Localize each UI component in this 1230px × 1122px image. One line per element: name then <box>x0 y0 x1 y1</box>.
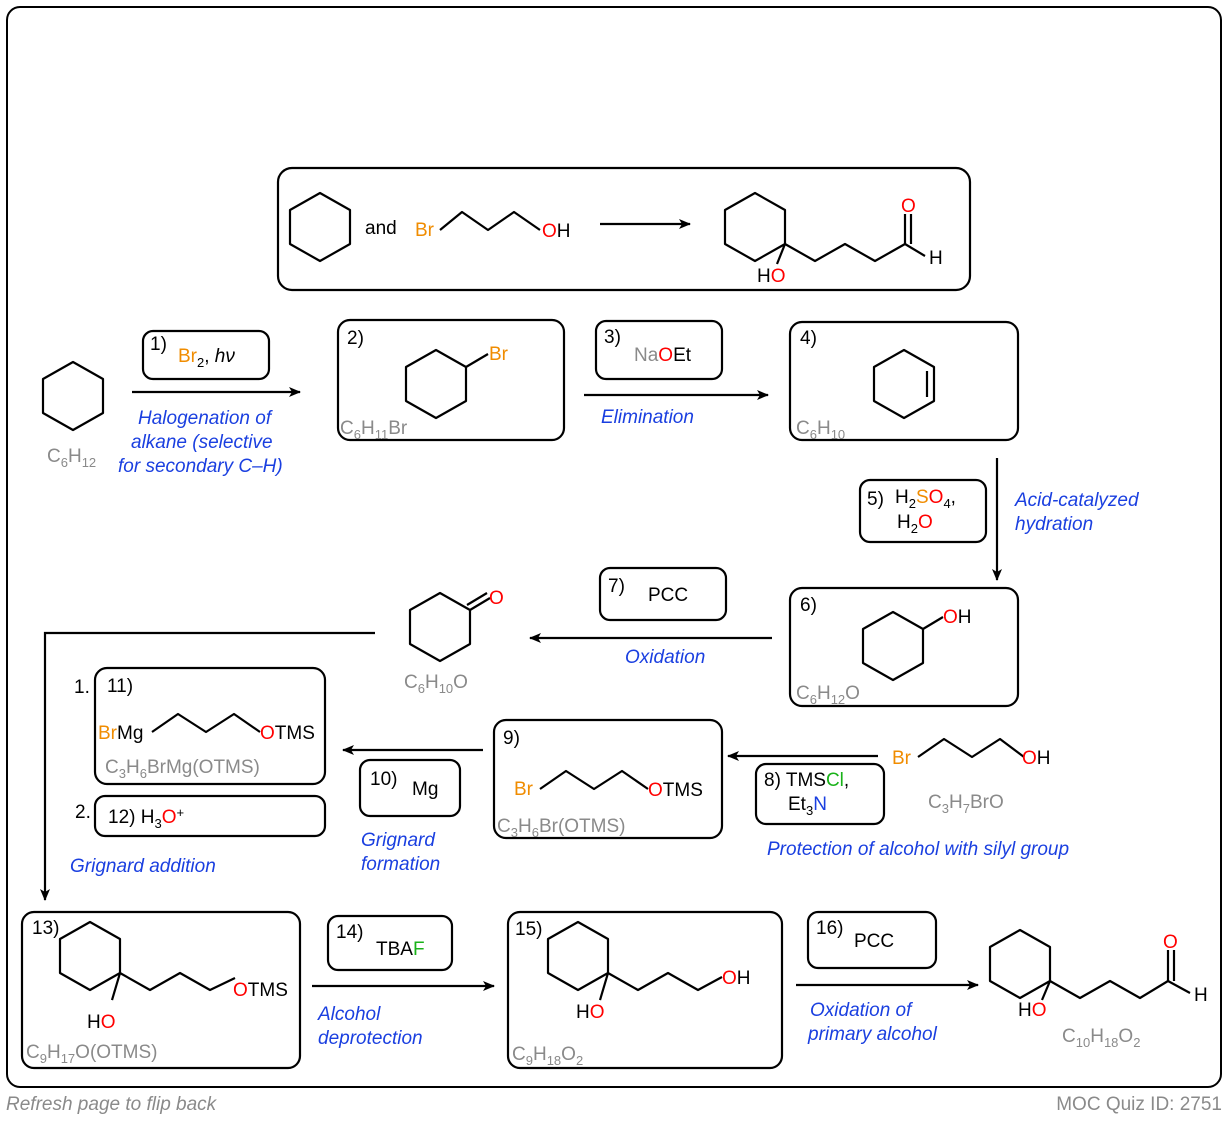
formula-c9h17o-otms: C9H17O(OTMS) <box>26 1042 158 1066</box>
step-6-product: 6) OH C6H12O <box>788 586 1020 708</box>
step-prefix: 2. <box>75 802 91 823</box>
step-4-product: 4) C6H10 <box>788 320 1020 442</box>
final-product-structure: O H HO C10H18O2 <box>988 928 1208 1050</box>
start-formula: C6H12 <box>47 446 96 470</box>
brmg-atom: BrMg <box>98 723 143 744</box>
step-number: 10) <box>370 769 397 790</box>
formula-c6h10: C6H10 <box>796 418 845 442</box>
reagent-h2o: H2O <box>897 512 933 536</box>
otms-group: OTMS <box>648 780 703 801</box>
br-atom: Br <box>514 779 534 800</box>
carbonyl-oxygen: O <box>901 196 916 217</box>
step-number: 14) <box>336 922 363 943</box>
reagent-mg: Mg <box>412 779 438 800</box>
step-number: 4) <box>800 328 817 349</box>
aldehyde-h: H <box>929 248 943 269</box>
formula-c9h18o2: C9H18O2 <box>512 1044 583 1068</box>
step-number: 6) <box>800 595 817 616</box>
reagent-pcc: PCC <box>854 931 894 952</box>
oh-atom: OH <box>1022 748 1051 769</box>
reagent-h3o: 12) H3O+ <box>108 805 184 831</box>
reagent-pcc: PCC <box>648 585 688 606</box>
hydroxyl-label: HO <box>576 1002 605 1023</box>
oh-atom: OH <box>943 607 972 628</box>
cyclohexanone-structure: O C6H10O <box>404 588 504 696</box>
reagent-h2so4: H2SO4, <box>895 487 956 511</box>
hydroxyl-label: HO <box>1018 1000 1047 1021</box>
step-7-reagent: 7) PCC <box>598 566 728 622</box>
carbonyl-oxygen: O <box>1163 932 1178 953</box>
summary-box: and Br OH O H HO <box>276 166 972 292</box>
bromopropanol-reactant: Br OH C3H7BrO <box>892 737 1051 816</box>
formula-c6h12o: C6H12O <box>796 683 860 707</box>
otms-group: OTMS <box>260 723 315 744</box>
flip-back-hint: Refresh page to flip back <box>6 1094 217 1115</box>
step-2-product: 2) Br C6H11Br <box>336 318 566 442</box>
step-15-product: 15) OH HO C9H18O2 <box>506 910 784 1070</box>
formula-c10h18o2: C10H18O2 <box>1062 1026 1140 1050</box>
step-3-note: Elimination <box>601 407 694 428</box>
step-number: 13) <box>32 918 59 939</box>
step-5-reagent: 5) H2SO4, H2O <box>858 478 988 544</box>
step-14-reagent: 14) TBAF <box>326 914 454 972</box>
reagent-tbaf: TBAF <box>376 939 425 960</box>
step-3-reagent: 3) NaOEt <box>594 319 724 381</box>
formula-c6h11br: C6H11Br <box>340 418 408 442</box>
formula-c6h10o: C6H10O <box>404 672 468 696</box>
bromopropanol-structure: Br OH <box>415 210 571 242</box>
step-number: 11) <box>107 676 133 697</box>
start-cyclohexane <box>41 360 105 432</box>
step-1-note: Halogenation of alkane (selective for se… <box>118 408 283 477</box>
cyclohexane-structure <box>288 191 352 263</box>
step-number: 9) <box>503 728 520 749</box>
step-16-note: Oxidation of primary alcohol <box>807 1000 938 1045</box>
step-number: 1) <box>150 334 167 355</box>
target-product-structure: O H HO <box>723 191 943 287</box>
br-atom: Br <box>415 220 435 241</box>
step-prefix: 1. <box>74 677 90 698</box>
reagent-tmscl: 8) TMSCl, <box>764 770 849 791</box>
grignard-route-arrow <box>40 631 375 901</box>
step-number: 16) <box>816 918 843 939</box>
quiz-card[interactable] <box>6 6 1222 1088</box>
step-9-product: 9) Br OTMS C3H6Br(OTMS) <box>492 718 724 840</box>
reaction-scheme: and Br OH O H HO C6H12 1) Br2, hν Halo <box>20 166 1208 1070</box>
oh-atom: OH <box>542 221 571 242</box>
step-8-reagent: 8) TMSCl, Et3N <box>754 762 886 826</box>
reagent-naoet: NaOEt <box>634 345 692 366</box>
aldehyde-h: H <box>1194 985 1208 1006</box>
otms-group: OTMS <box>233 980 288 1001</box>
oh-atom: OH <box>722 968 751 989</box>
step-number: 3) <box>604 327 621 348</box>
step-12-reagent: 2. 12) H3O+ <box>75 794 327 838</box>
step-8-note: Protection of alcohol with silyl group <box>767 839 1069 860</box>
reagent-br2-hv: Br2, hν <box>178 346 235 370</box>
formula-c3h6brmg: C3H6BrMg(OTMS) <box>105 757 260 781</box>
step-12-note: Grignard addition <box>70 856 216 877</box>
carbonyl-oxygen: O <box>489 588 504 609</box>
quiz-id: MOC Quiz ID: 2751 <box>1056 1094 1222 1115</box>
formula-c3h6br-otms: C3H6Br(OTMS) <box>497 816 625 840</box>
step-16-reagent: 16) PCC <box>806 910 938 970</box>
and-label: and <box>365 218 397 239</box>
step-13-product: 13) OTMS HO C9H17O(OTMS) <box>20 910 302 1070</box>
step-5-note: Acid-catalyzed hydration <box>1014 490 1144 535</box>
step-number: 5) <box>867 489 884 510</box>
step-number: 7) <box>608 576 625 597</box>
hydroxyl-label: HO <box>87 1012 116 1033</box>
reagent-et3n: Et3N <box>788 794 827 818</box>
step-11-reagent: 1. 11) BrMg OTMS C3H6BrMg(OTMS) <box>74 666 327 786</box>
hydroxyl-label: HO <box>757 266 786 287</box>
formula-c3h7bro: C3H7BrO <box>928 792 1004 816</box>
step-1-reagent: 1) Br2, hν <box>141 329 271 381</box>
step-14-note: Alcohol deprotection <box>317 1004 423 1049</box>
step-number: 15) <box>515 919 542 940</box>
step-number: 2) <box>347 328 364 349</box>
step-10-reagent: 10) Mg <box>358 758 462 818</box>
br-atom: Br <box>489 344 509 365</box>
br-atom: Br <box>892 748 912 769</box>
step-10-note: Grignard formation <box>361 830 440 875</box>
step-7-note: Oxidation <box>625 647 705 668</box>
